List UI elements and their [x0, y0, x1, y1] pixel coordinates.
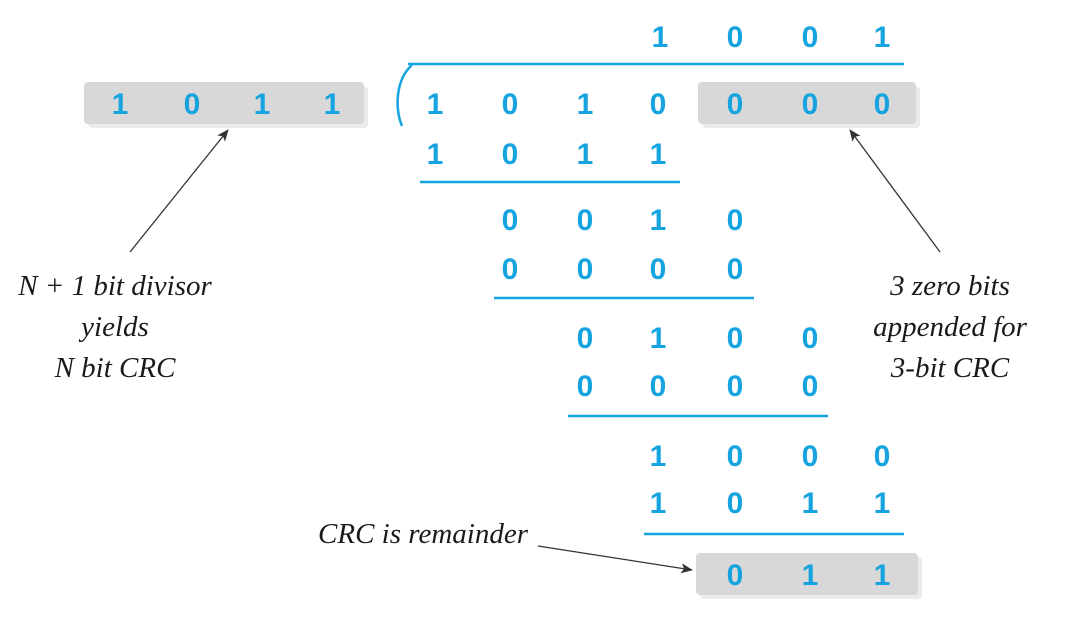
- appended-zero-bit: 0: [802, 88, 819, 121]
- subtrahend-bit: 1: [650, 138, 667, 171]
- subtrahend-bit: 1: [874, 487, 891, 520]
- remainder-bit: 1: [650, 204, 667, 237]
- subtrahend-bit: 0: [727, 370, 744, 403]
- remainder-bit: 0: [577, 204, 594, 237]
- subtrahend-bit: 0: [502, 138, 519, 171]
- subtrahend-bit: 0: [650, 370, 667, 403]
- remainder-bit: 1: [650, 440, 667, 473]
- remainder-note: CRC is remainder: [318, 518, 529, 550]
- divisor-bit: 1: [254, 88, 271, 121]
- crc-bit: 1: [802, 559, 819, 592]
- subtrahend-bit: 0: [727, 487, 744, 520]
- step-4: 1 0 0 0 1 0 1 1: [650, 440, 891, 520]
- zeros-note: 3 zero bits appended for 3-bit CRC: [873, 270, 1028, 384]
- remainder-bit: 0: [502, 204, 519, 237]
- crc-bit: 1: [874, 559, 891, 592]
- quotient-bit: 0: [802, 21, 819, 54]
- divisor-bit: 0: [184, 88, 201, 121]
- remainder-note-arrow: [537, 545, 693, 574]
- divisor-note-arrow: [129, 129, 229, 253]
- remainder-bit: 0: [802, 322, 819, 355]
- subtrahend-bit: 1: [650, 487, 667, 520]
- message-bit: 0: [502, 88, 519, 121]
- quotient-bit: 1: [652, 21, 669, 54]
- remainder-bit: 1: [650, 322, 667, 355]
- message-bit: 1: [427, 88, 444, 121]
- message-bit: 0: [650, 88, 667, 121]
- zeros-note-line: appended for: [873, 311, 1028, 343]
- subtrahend-bit: 1: [577, 138, 594, 171]
- divisor-note-line: N + 1 bit divisor: [17, 270, 212, 302]
- divisor-bit: 1: [112, 88, 129, 121]
- remainder-bit: 0: [802, 440, 819, 473]
- crc-remainder: 0 1 1: [727, 559, 891, 592]
- zeros-note-arrow: [849, 129, 941, 253]
- remainder-bit: 0: [577, 322, 594, 355]
- crc-bit: 0: [727, 559, 744, 592]
- divisor-note-line: yields: [78, 311, 149, 343]
- remainder-bit: 0: [727, 440, 744, 473]
- remainder-bit: 0: [874, 440, 891, 473]
- subtrahend-bit: 0: [727, 253, 744, 286]
- divisor-shade: [84, 82, 368, 128]
- zeros-note-line: 3 zero bits: [889, 270, 1010, 302]
- message-bit: 1: [577, 88, 594, 121]
- divisor-note-line: N bit CRC: [54, 352, 177, 384]
- subtrahend-bit: 0: [802, 370, 819, 403]
- quotient-bit: 1: [874, 21, 891, 54]
- division-bracket: [396, 64, 413, 127]
- appended-zero-bit: 0: [874, 88, 891, 121]
- step-3: 0 1 0 0 0 0 0 0: [577, 322, 819, 403]
- subtrahend-bit: 0: [577, 370, 594, 403]
- subtrahend-bit: 1: [427, 138, 444, 171]
- appended-zero-bit: 0: [727, 88, 744, 121]
- step-2: 0 0 1 0 0 0 0 0: [502, 204, 744, 286]
- subtrahend-bit: 0: [502, 253, 519, 286]
- divisor: 1 0 1 1: [112, 88, 341, 121]
- quotient-bit: 0: [727, 21, 744, 54]
- divisor-note: N + 1 bit divisor yields N bit CRC: [17, 270, 212, 384]
- subtrahend-bit: 0: [650, 253, 667, 286]
- subtrahend-bit: 0: [577, 253, 594, 286]
- subtrahend-bit: 1: [802, 487, 819, 520]
- appended-zeros-shade: [698, 82, 920, 128]
- remainder-bit: 0: [727, 322, 744, 355]
- divisor-bit: 1: [324, 88, 341, 121]
- step-1: 1 0 1 1: [427, 138, 667, 171]
- zeros-note-line: 3-bit CRC: [890, 352, 1010, 384]
- remainder-bit: 0: [727, 204, 744, 237]
- crc-shade: [696, 553, 922, 599]
- dividend: 1 0 1 0 0 0 0: [427, 88, 891, 121]
- quotient: 1 0 0 1: [652, 21, 891, 54]
